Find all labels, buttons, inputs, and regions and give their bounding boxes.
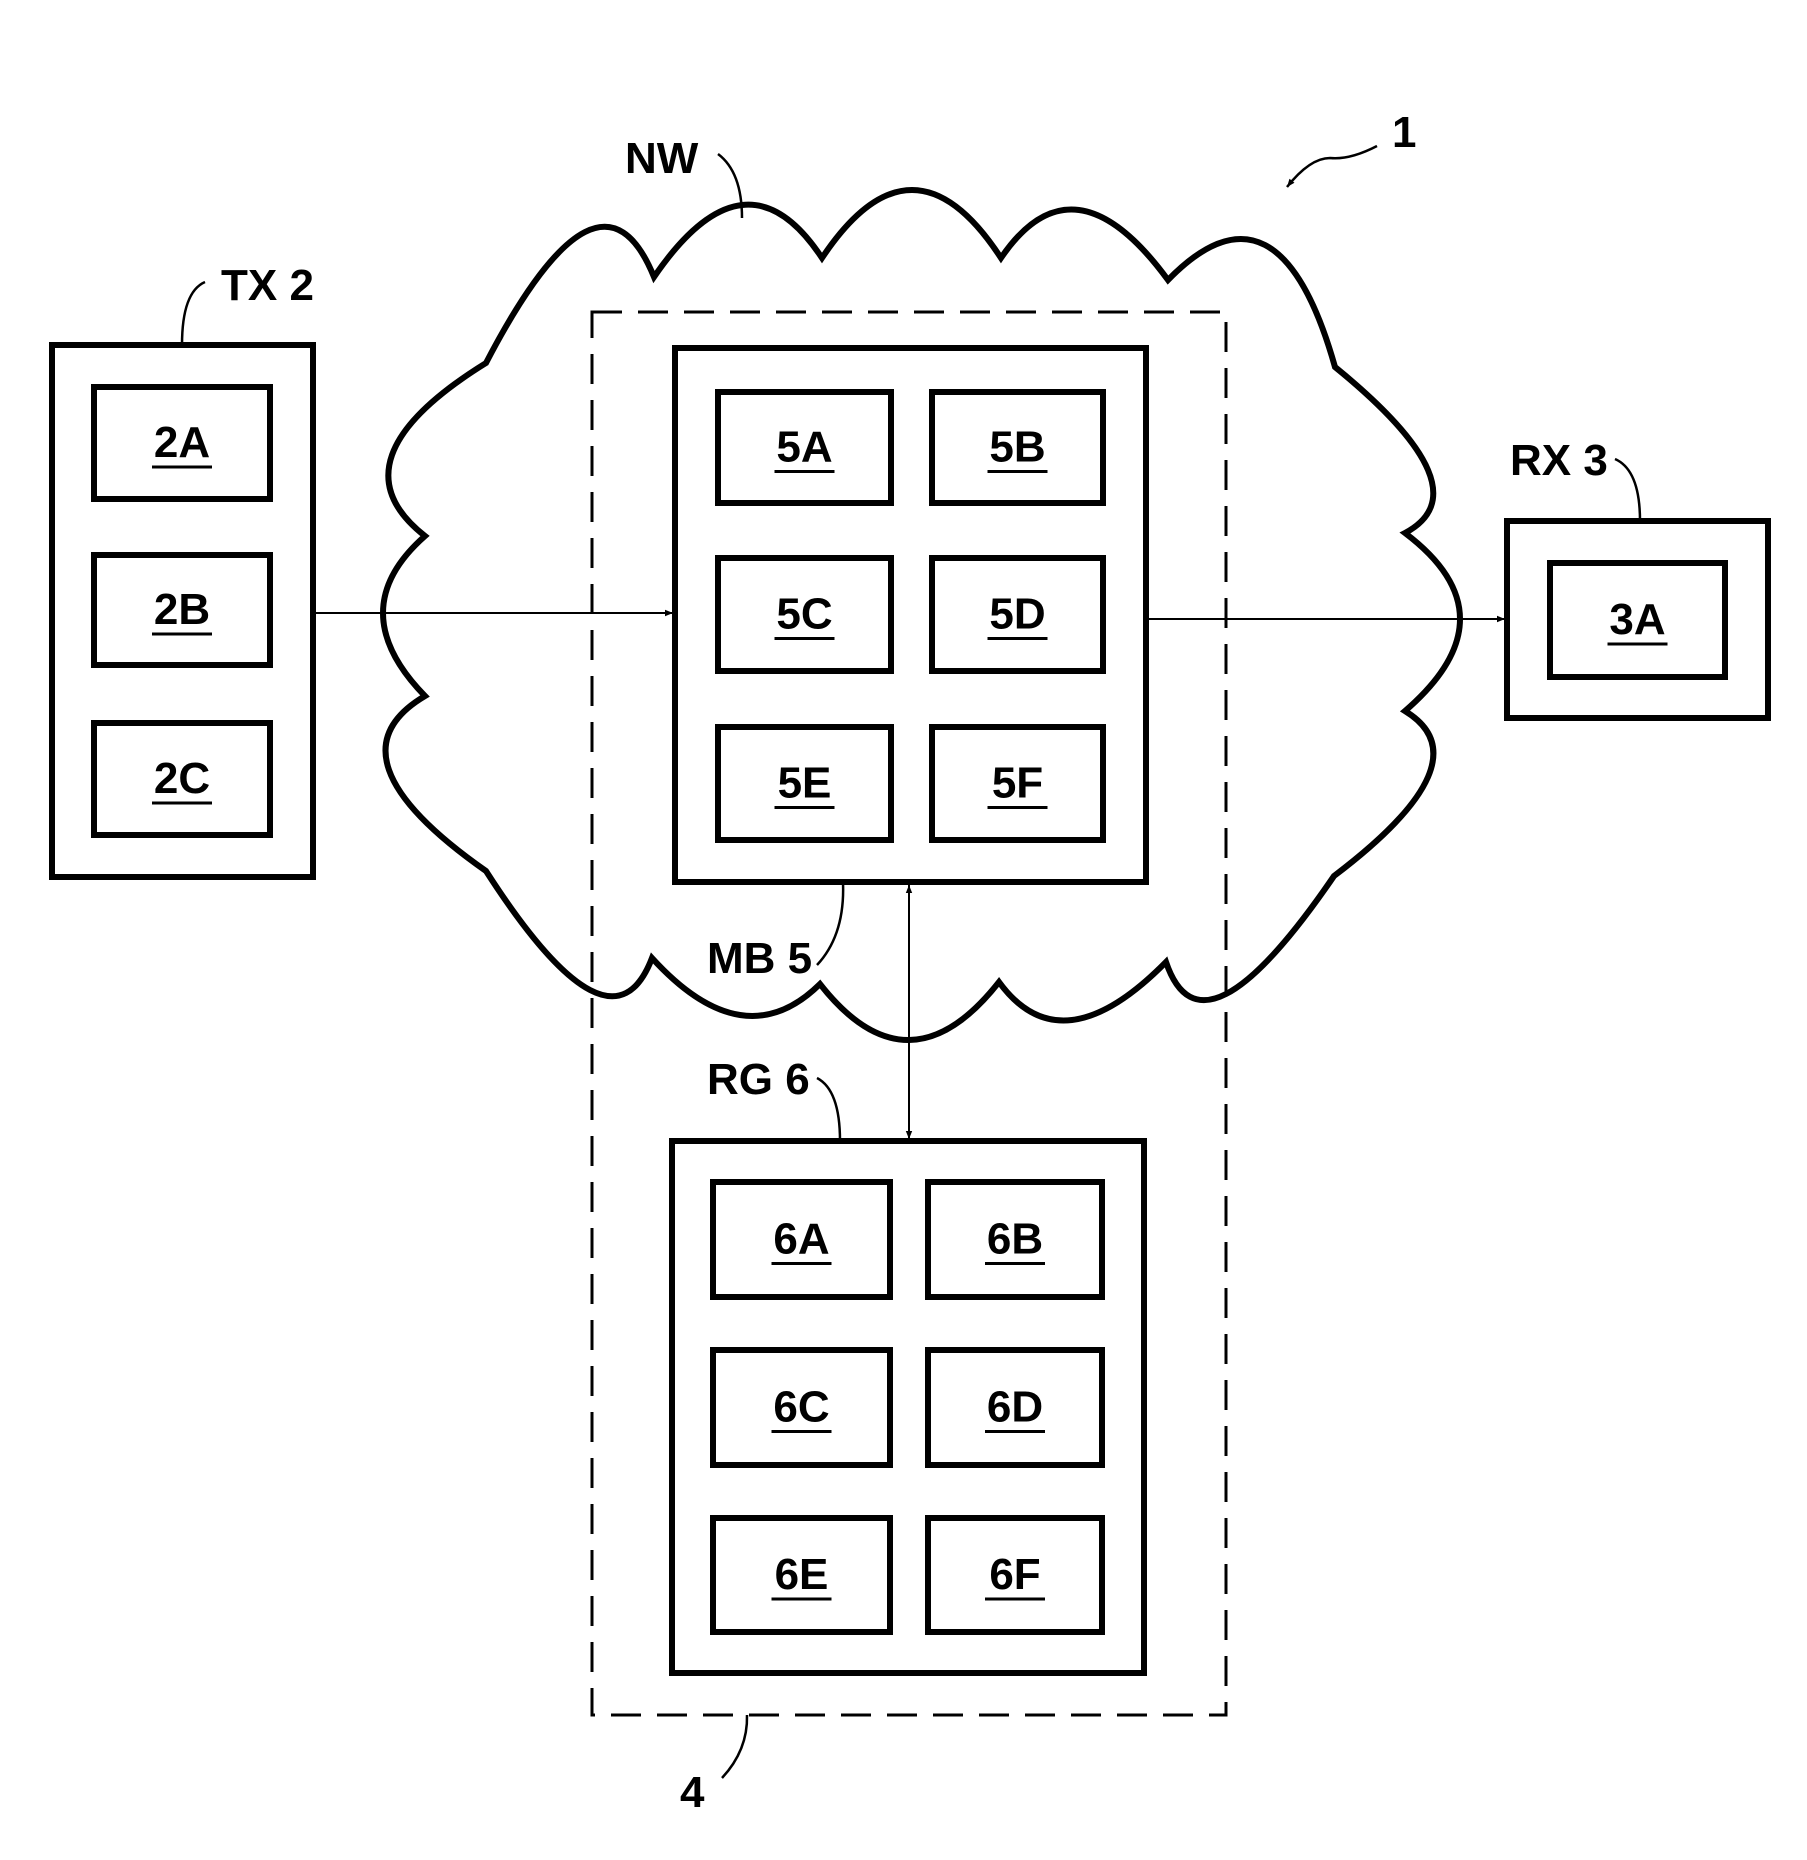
module-box [91,552,273,668]
module-box [715,389,894,506]
registry-block: RG 6 6A 6B 6C 6D 6E 6F [669,1055,1147,1676]
module-label: 6F [989,1550,1040,1599]
module-box [929,555,1106,674]
transmitter-block: TX 2 2A 2B 2C [49,261,316,880]
figure-reference-label: 1 [1392,108,1416,157]
module-5c: 5C [715,555,894,674]
middlebox-label: MB 5 [707,934,812,983]
module-2b: 2B [91,552,273,668]
registry-label: RG 6 [707,1055,810,1104]
module-box [929,724,1106,843]
module-box [715,555,894,674]
module-6c: 6C [710,1347,893,1468]
system-boundary-label: 4 [680,1768,705,1817]
receiver-label: RX 3 [1510,436,1608,485]
module-box [925,1347,1105,1468]
transmitter-label: TX 2 [221,261,314,310]
module-2c: 2C [91,720,273,838]
module-label: 5C [776,590,832,639]
module-2a: 2A [91,384,273,502]
module-label: 6C [773,1383,829,1432]
module-6a: 6A [710,1179,893,1300]
network-leader-line [717,153,744,219]
module-label: 5E [778,759,832,808]
module-box [91,384,273,502]
module-label: 5A [776,423,832,472]
module-box [925,1179,1105,1300]
registry-leader-line [816,1076,842,1142]
module-label: 6B [987,1215,1043,1264]
module-5b: 5B [929,389,1106,506]
module-6f: 6F [925,1515,1105,1635]
system-boundary-leader-line [721,1714,749,1779]
module-label: 5F [992,759,1043,808]
network-label: NW [625,134,699,183]
module-5e: 5E [715,724,894,843]
module-box [91,720,273,838]
receiver-leader-line [1614,457,1642,522]
module-label: 2A [154,418,210,467]
transmitter-leader-line [180,280,206,346]
module-label: 6E [775,1550,829,1599]
module-box [710,1347,893,1468]
module-label: 5D [989,590,1045,639]
module-label: 2C [154,754,210,803]
module-label: 2B [154,585,210,634]
module-5a: 5A [715,389,894,506]
module-6b: 6B [925,1179,1105,1300]
module-6d: 6D [925,1347,1105,1468]
module-6e: 6E [710,1515,893,1635]
module-box [715,724,894,843]
module-5d: 5D [929,555,1106,674]
receiver-block: RX 3 3A [1504,436,1771,721]
module-label: 5B [989,423,1045,472]
figure-reference-arrow [1286,144,1378,188]
module-box [710,1179,893,1300]
module-label: 6D [987,1383,1043,1432]
middlebox-leader-line [816,882,845,966]
module-5f: 5F [929,724,1106,843]
system-boundary [590,310,1228,1717]
module-3a: 3A [1547,560,1728,680]
module-box [710,1515,893,1635]
middlebox-block: MB 5 5A 5B 5C 5D 5E 5F [672,345,1149,983]
module-label: 6A [773,1215,829,1264]
module-label: 3A [1609,595,1665,644]
module-box [1547,560,1728,680]
network-cloud [380,187,1463,1043]
module-box [925,1515,1105,1635]
module-box [929,389,1106,506]
